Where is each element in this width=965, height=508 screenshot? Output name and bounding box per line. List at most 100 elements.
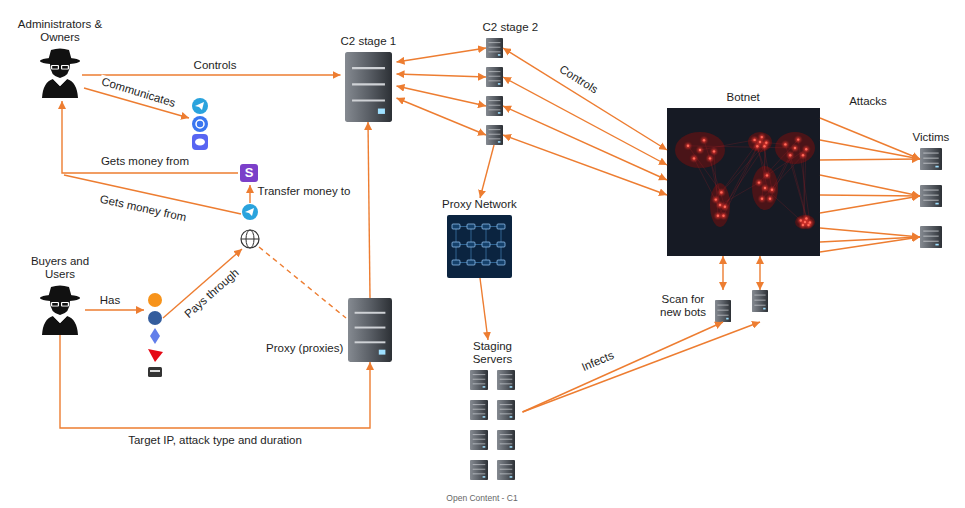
server-group: Staging Servers xyxy=(463,340,523,480)
money-flow-arrows xyxy=(62,88,346,318)
bot-glow xyxy=(759,135,764,140)
bot-glow xyxy=(762,144,767,149)
telegram-icon xyxy=(192,98,208,114)
connector-line xyxy=(820,118,920,159)
node-label: Buyers and Users xyxy=(20,255,100,281)
bot-glow xyxy=(762,185,767,190)
server-group: Scan for new bots xyxy=(715,290,768,322)
proxy-network-image xyxy=(447,215,512,278)
bot-glow xyxy=(788,153,793,158)
server-icon xyxy=(470,370,488,390)
bot-dot xyxy=(769,198,771,200)
bitcoin-icon xyxy=(148,293,162,307)
connector-line xyxy=(820,175,920,196)
network-node xyxy=(482,260,490,265)
bot-dot xyxy=(758,181,760,183)
server-icon xyxy=(752,290,768,312)
server-node: C2 stage 1 xyxy=(341,35,397,122)
node-label: Botnet xyxy=(727,91,760,104)
bot-link xyxy=(714,151,718,215)
bot-dot xyxy=(715,198,717,200)
bot-dot xyxy=(761,136,763,138)
bot-dot xyxy=(784,143,786,145)
bot-dot xyxy=(763,145,765,147)
bot-dot xyxy=(800,219,802,221)
server-icon xyxy=(920,148,942,170)
connector xyxy=(503,48,667,195)
botnet-map xyxy=(667,108,820,256)
connector-line xyxy=(480,278,488,340)
node-label: Proxy (proxies) xyxy=(266,342,343,355)
node-label: C2 stage 2 xyxy=(483,21,539,34)
network-node xyxy=(497,224,505,229)
server-node: Proxy (proxies) xyxy=(348,298,392,362)
bot-glow xyxy=(783,142,788,147)
bot-glow xyxy=(756,180,761,185)
server-icon xyxy=(470,430,488,450)
bot-link xyxy=(770,148,795,199)
server-icon xyxy=(920,226,942,248)
bot-dot xyxy=(687,145,689,147)
classification-mark: Open Content - C1 xyxy=(444,494,519,504)
globe-equator xyxy=(241,239,259,240)
globe-icon xyxy=(241,230,259,248)
bot-dot xyxy=(789,154,791,156)
connector-line xyxy=(820,228,920,237)
connector-line xyxy=(820,159,920,160)
connector xyxy=(368,122,370,298)
bot-dot xyxy=(805,217,807,219)
bot-dot xyxy=(722,215,724,217)
bot-dot xyxy=(765,142,767,144)
globe-outline xyxy=(241,230,259,248)
bot-glow xyxy=(796,137,801,142)
node-label: Proxy Network xyxy=(442,198,517,211)
buyer-figure xyxy=(40,286,80,336)
bot-glow xyxy=(802,219,807,224)
bot-dot xyxy=(802,154,804,156)
network-node xyxy=(467,242,475,247)
bot-glow xyxy=(715,213,720,218)
flow-label: Has xyxy=(98,294,122,307)
network-node: Proxy Network xyxy=(442,198,517,278)
connector-line xyxy=(722,256,723,290)
edge-label: Controls xyxy=(555,62,602,98)
network-node xyxy=(467,224,475,229)
bot-glow xyxy=(769,187,774,192)
node-label: Scan for new bots xyxy=(655,293,711,319)
connector xyxy=(480,145,494,198)
crypto-icons xyxy=(148,293,163,377)
network-node xyxy=(452,242,460,247)
bot-dot xyxy=(807,224,809,226)
bot-dot xyxy=(764,187,766,189)
bot-link xyxy=(718,146,765,216)
bot-dot xyxy=(794,147,796,149)
server-group: Victims xyxy=(920,148,942,248)
bot-dot xyxy=(693,157,695,159)
bot-link xyxy=(688,146,721,193)
bot-glow xyxy=(757,139,762,144)
bot-dot xyxy=(703,139,705,141)
connector-line xyxy=(397,98,487,135)
bot-dot xyxy=(761,198,763,200)
connector xyxy=(480,278,488,340)
connector-line xyxy=(503,135,667,195)
bot-link xyxy=(725,146,757,207)
bot-glow xyxy=(722,204,727,209)
network-node xyxy=(467,260,475,265)
bot-link xyxy=(803,155,805,222)
bot-glow xyxy=(804,147,809,152)
bot-glow xyxy=(707,156,712,161)
bot-dot xyxy=(805,148,807,150)
signal-ring xyxy=(196,120,204,128)
bot-dot xyxy=(709,157,711,159)
bot-dot xyxy=(766,174,768,176)
bot-dot xyxy=(699,149,701,151)
edge-label: Infects xyxy=(578,349,618,376)
bot-link xyxy=(772,155,790,190)
bot-glow xyxy=(767,196,772,201)
bot-glow xyxy=(701,138,706,143)
connector-line xyxy=(820,195,920,196)
server-icon xyxy=(920,185,942,207)
